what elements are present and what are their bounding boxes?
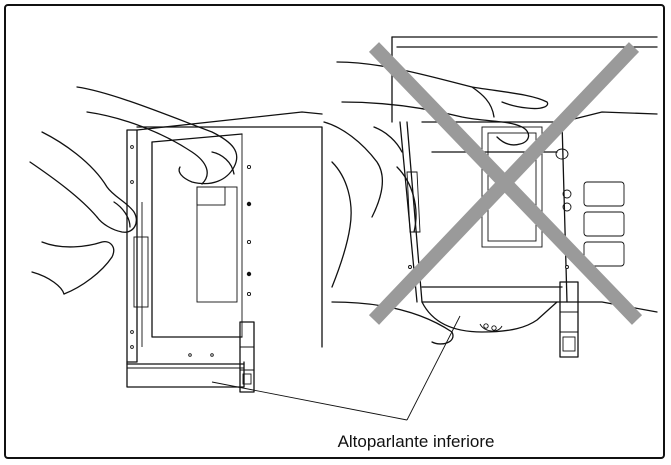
bottom-speaker-right	[421, 286, 563, 333]
hands-left	[29, 86, 238, 295]
right-illustration	[323, 36, 658, 358]
bottom-speaker-left	[126, 361, 245, 388]
leader-lines	[211, 315, 461, 421]
hands-right	[323, 61, 549, 345]
left-illustration	[29, 86, 323, 393]
figure-frame: Altoparlante inferiore	[4, 4, 665, 459]
prohibited-cross-icon	[368, 42, 643, 325]
bottom-speaker-label: Altoparlante inferiore	[337, 432, 495, 451]
tv-chassis-left	[126, 111, 323, 393]
illustration	[29, 36, 658, 421]
